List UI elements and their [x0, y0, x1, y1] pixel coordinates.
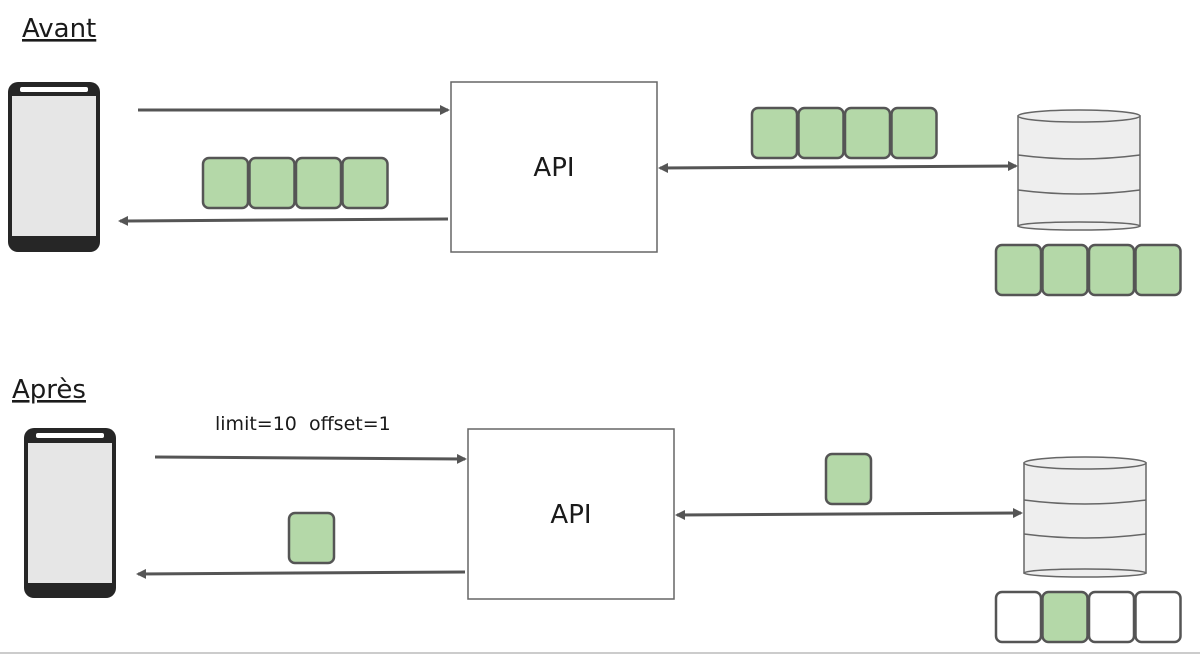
db-storage-blocks: [994, 590, 1182, 644]
record-block: [843, 106, 892, 160]
api-label: API: [533, 153, 574, 183]
record-block: [287, 511, 336, 565]
record-block: [248, 156, 296, 210]
record-block: [797, 106, 845, 160]
record-block: [890, 106, 938, 160]
response-blocks: [201, 156, 389, 210]
db-exchange-arrow: [658, 161, 1018, 173]
section-title-after: Après: [12, 375, 86, 405]
section-before: Avant API: [8, 14, 1182, 297]
database-icon: [1023, 456, 1147, 578]
db-exchange-blocks: [750, 106, 938, 160]
database-icon: [1017, 109, 1141, 231]
record-block: [201, 156, 250, 210]
api-box: API: [467, 428, 675, 600]
record-block: [824, 452, 873, 506]
record-block: [1041, 243, 1089, 297]
db-exchange-arrow: [675, 508, 1023, 520]
db-exchange-blocks: [824, 452, 873, 506]
empty-record-slot: [994, 590, 1043, 644]
record-block: [1087, 243, 1136, 297]
empty-record-slot: [1134, 590, 1182, 644]
smartphone-icon: [24, 428, 116, 598]
record-block: [1134, 243, 1182, 297]
section-after: Après limit=10 offset=1 API: [12, 375, 1182, 644]
response-blocks: [287, 511, 336, 565]
response-arrow: [118, 215, 449, 226]
empty-record-slot: [1087, 590, 1136, 644]
request-params-label: limit=10 offset=1: [215, 413, 391, 435]
request-arrow: [154, 453, 467, 464]
record-block: [1041, 590, 1089, 644]
record-block: [750, 106, 799, 160]
response-arrow: [136, 568, 466, 579]
record-block: [294, 156, 343, 210]
db-storage-blocks: [994, 243, 1182, 297]
api-box: API: [450, 81, 658, 253]
record-block: [341, 156, 389, 210]
section-title-before: Avant: [22, 14, 96, 44]
smartphone-icon: [8, 82, 100, 252]
record-block: [994, 243, 1043, 297]
api-label: API: [550, 500, 591, 530]
